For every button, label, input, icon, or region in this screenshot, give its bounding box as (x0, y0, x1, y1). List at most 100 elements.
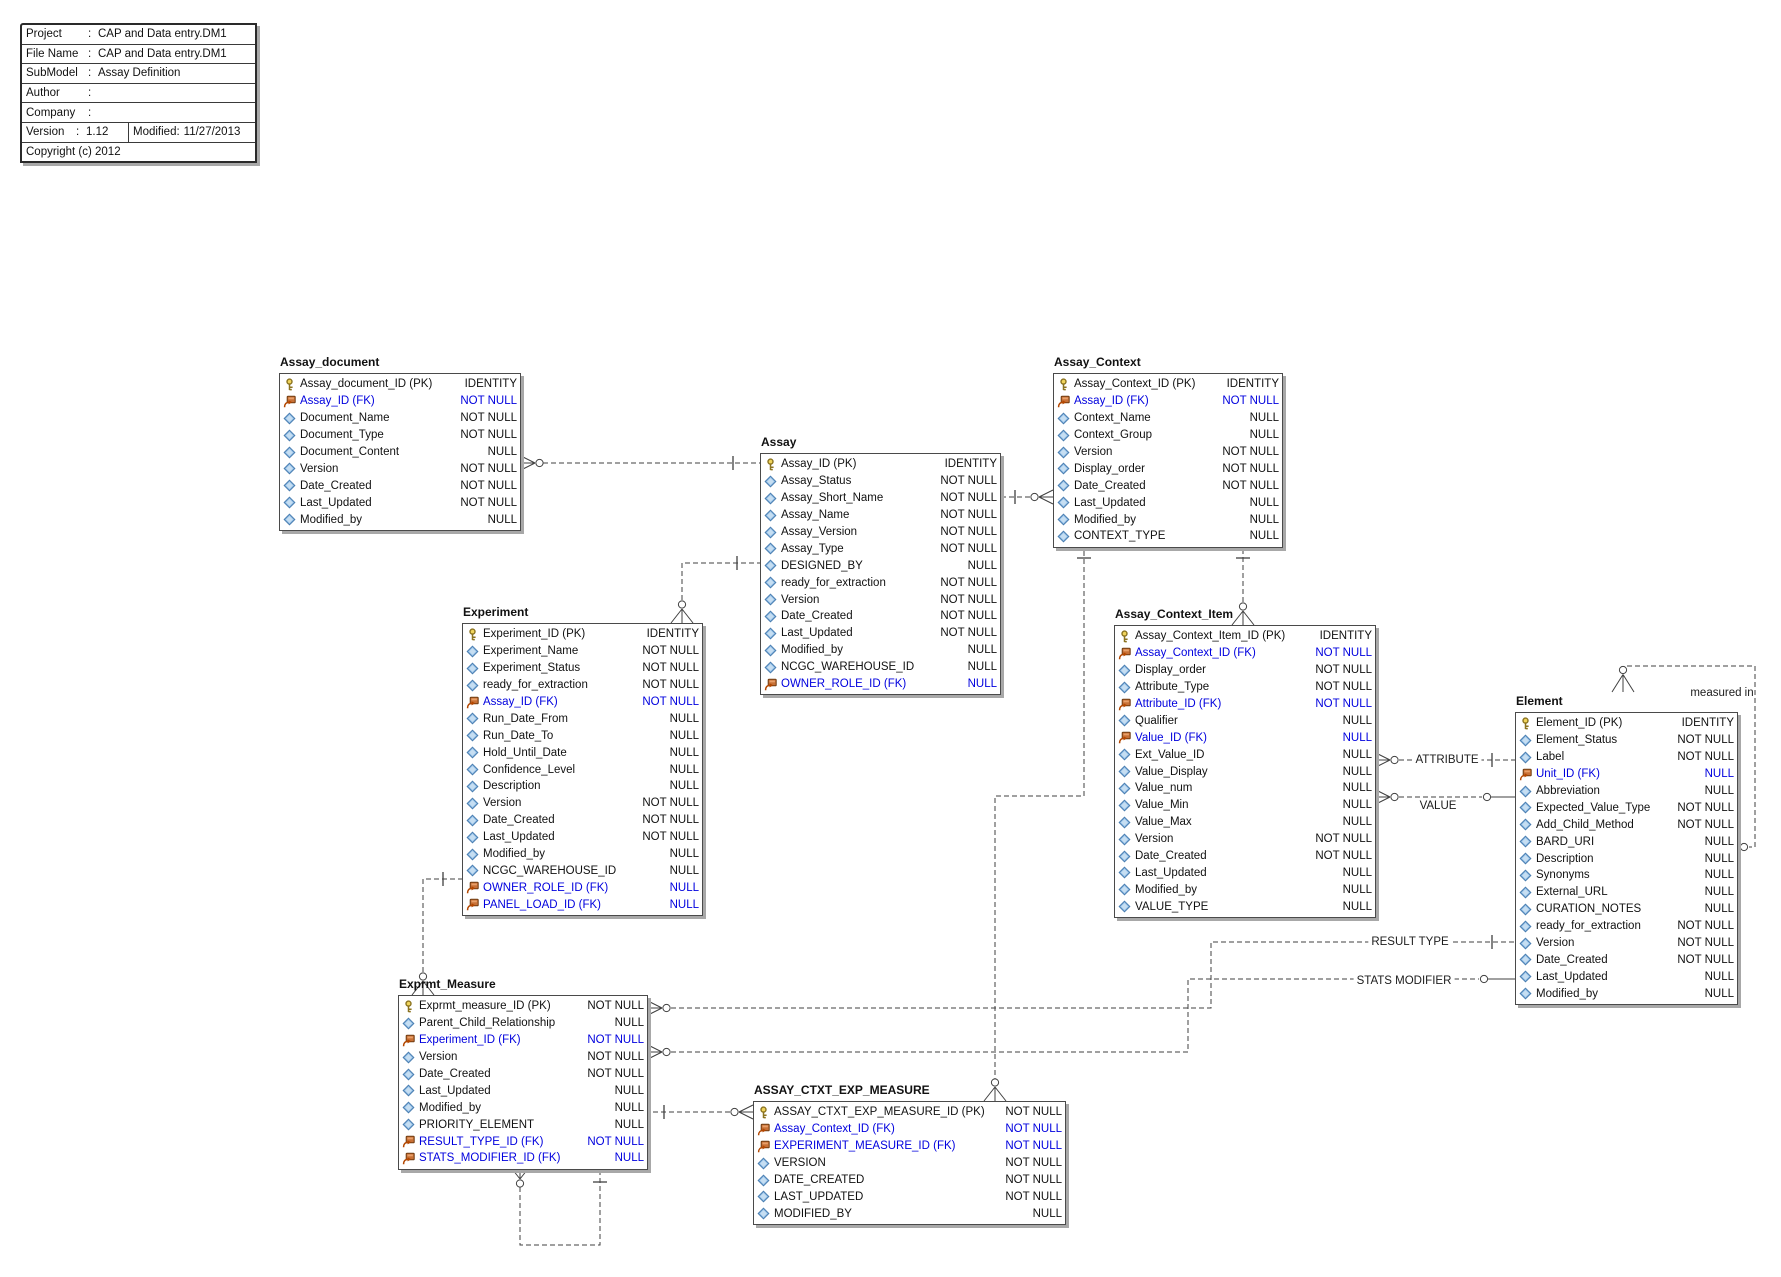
entity-box[interactable]: ASSAY_CTXT_EXP_MEASURE_ID (PK)NOT NULL A… (753, 1101, 1066, 1226)
column-row: Attribute_ID (FK)NOT NULL (1118, 696, 1372, 713)
column-row: Assay_Context_ID (FK)NOT NULL (757, 1121, 1062, 1138)
column-name: Last_Updated (1135, 866, 1207, 879)
primary-key-icon (1522, 717, 1529, 730)
column-name: Version (1074, 446, 1113, 458)
info-row-copyright: Copyright (c) 2012 (22, 143, 255, 162)
relationship-exprmt_measure-self[interactable] (509, 1165, 607, 1245)
column-name: Qualifier (1135, 714, 1178, 727)
attribute-icon (466, 712, 479, 725)
column-name: External_URL (1536, 886, 1608, 899)
copyright-text: Copyright (c) 2012 (26, 145, 121, 158)
column-nullability: NOT NULL (940, 610, 997, 623)
entity-Assay[interactable]: Assay Assay_ID (PK)IDENTITY Assay_Status… (760, 435, 1001, 696)
column-name: STATS_MODIFIER_ID (FK) (419, 1152, 561, 1165)
attribute-icon (1519, 801, 1532, 814)
entity-title: Assay_document (280, 355, 380, 369)
attribute-icon (1057, 412, 1070, 425)
info-row-version: Version : 1.12 Modified: 11/27/2013 (22, 122, 255, 143)
attribute-icon (764, 661, 777, 674)
column-nullability: NOT NULL (587, 1135, 644, 1148)
entity-box[interactable]: Exprmt_measure_ID (PK)NOT NULL Parent_Ch… (398, 995, 648, 1170)
column-name: Label (1536, 751, 1565, 764)
column-nullability: NULL (1704, 869, 1734, 882)
entity-box[interactable]: Assay_document_ID (PK)IDENTITY Assay_ID … (279, 373, 521, 532)
entity-Assay_Context[interactable]: Assay_Context Assay_Context_ID (PK)IDENT… (1053, 355, 1283, 548)
column-nullability: NOT NULL (1677, 751, 1734, 764)
attribute-icon (466, 814, 479, 827)
column-nullability: NOT NULL (1005, 1174, 1062, 1186)
entity-ASSAY_CTXT_EXP_MEASURE[interactable]: ASSAY_CTXT_EXP_MEASURE ASSAY_CTXT_EXP_ME… (753, 1083, 1066, 1226)
column-nullability: NOT NULL (1315, 681, 1372, 694)
column-nullability: NULL (1342, 765, 1372, 778)
info-row-filename: File Name : CAP and Data entry.DM1 (22, 45, 255, 65)
attribute-icon (402, 1084, 415, 1097)
info-value: CAP and Data entry.DM1 (98, 47, 227, 60)
column-nullability: NULL (487, 446, 517, 458)
column-nullability: NULL (1249, 412, 1279, 425)
entity-Exprmt_Measure[interactable]: Exprmt_Measure Exprmt_measure_ID (PK)NOT… (398, 977, 648, 1170)
column-name: Date_Created (781, 610, 853, 623)
relationship-assay-assay_context[interactable] (1001, 490, 1053, 504)
column-row: Element_ID (PK)IDENTITY (1519, 715, 1734, 732)
foreign-key-icon (1118, 731, 1131, 744)
column-row: Run_Date_To NULL (466, 727, 699, 744)
attribute-icon (466, 831, 479, 844)
entity-box[interactable]: Assay_Context_ID (PK)IDENTITY Assay_ID (… (1053, 373, 1283, 548)
column-nullability: NOT NULL (587, 1000, 644, 1013)
column-nullability: NULL (1342, 816, 1372, 829)
entity-Element[interactable]: Element Element_ID (PK)IDENTITY Element_… (1515, 694, 1738, 1006)
entity-box[interactable]: Assay_Context_Item_ID (PK)IDENTITY Assay… (1114, 625, 1376, 919)
column-nullability: NULL (1342, 748, 1372, 761)
column-nullability: NULL (669, 729, 699, 742)
column-row: Assay_ID (PK)IDENTITY (764, 456, 997, 473)
column-nullability: NOT NULL (940, 492, 997, 505)
column-name: Date_Created (419, 1068, 491, 1080)
entity-Assay_Context_Item[interactable]: Assay_Context_Item Assay_Context_Item_ID… (1114, 607, 1376, 919)
entity-Experiment[interactable]: Experiment Experiment_ID (PK)IDENTITY Ex… (462, 605, 703, 917)
column-name: Assay_Name (781, 509, 850, 522)
column-row: Assay_ID (FK)NOT NULL (283, 393, 517, 410)
column-nullability: NOT NULL (1677, 920, 1734, 933)
column-name: Value_num (1135, 782, 1193, 795)
column-nullability: NULL (1704, 852, 1734, 865)
column-name: Version (1135, 833, 1174, 846)
attribute-icon (1519, 953, 1532, 966)
column-name: Modified_by (1074, 513, 1137, 526)
column-nullability: NOT NULL (642, 814, 699, 827)
column-nullability: IDENTITY (1681, 717, 1734, 730)
column-name: Value_Max (1135, 816, 1192, 829)
column-name: Run_Date_To (483, 729, 554, 742)
relationship-exprmt_measure-assay_ctxt_exp_measure[interactable] (648, 1105, 753, 1119)
attribute-icon (1519, 937, 1532, 950)
entity-Assay_document[interactable]: Assay_document Assay_document_ID (PK)IDE… (279, 355, 521, 532)
relationship-assay-assay_document[interactable] (521, 456, 760, 470)
column-nullability: NOT NULL (460, 395, 517, 408)
entity-box[interactable]: Experiment_ID (PK)IDENTITY Experiment_Na… (462, 623, 703, 917)
column-nullability: NOT NULL (1677, 953, 1734, 966)
foreign-key-icon (757, 1123, 770, 1136)
info-label: Company (26, 106, 76, 119)
column-nullability: NOT NULL (460, 479, 517, 492)
attribute-icon (283, 445, 296, 459)
column-nullability: NULL (669, 881, 699, 894)
column-name: Assay_Short_Name (781, 492, 884, 505)
relationship-stats-modifier[interactable] (648, 975, 1515, 1059)
model-info-box[interactable]: Project : CAP and Data entry.DM1 File Na… (20, 23, 257, 164)
